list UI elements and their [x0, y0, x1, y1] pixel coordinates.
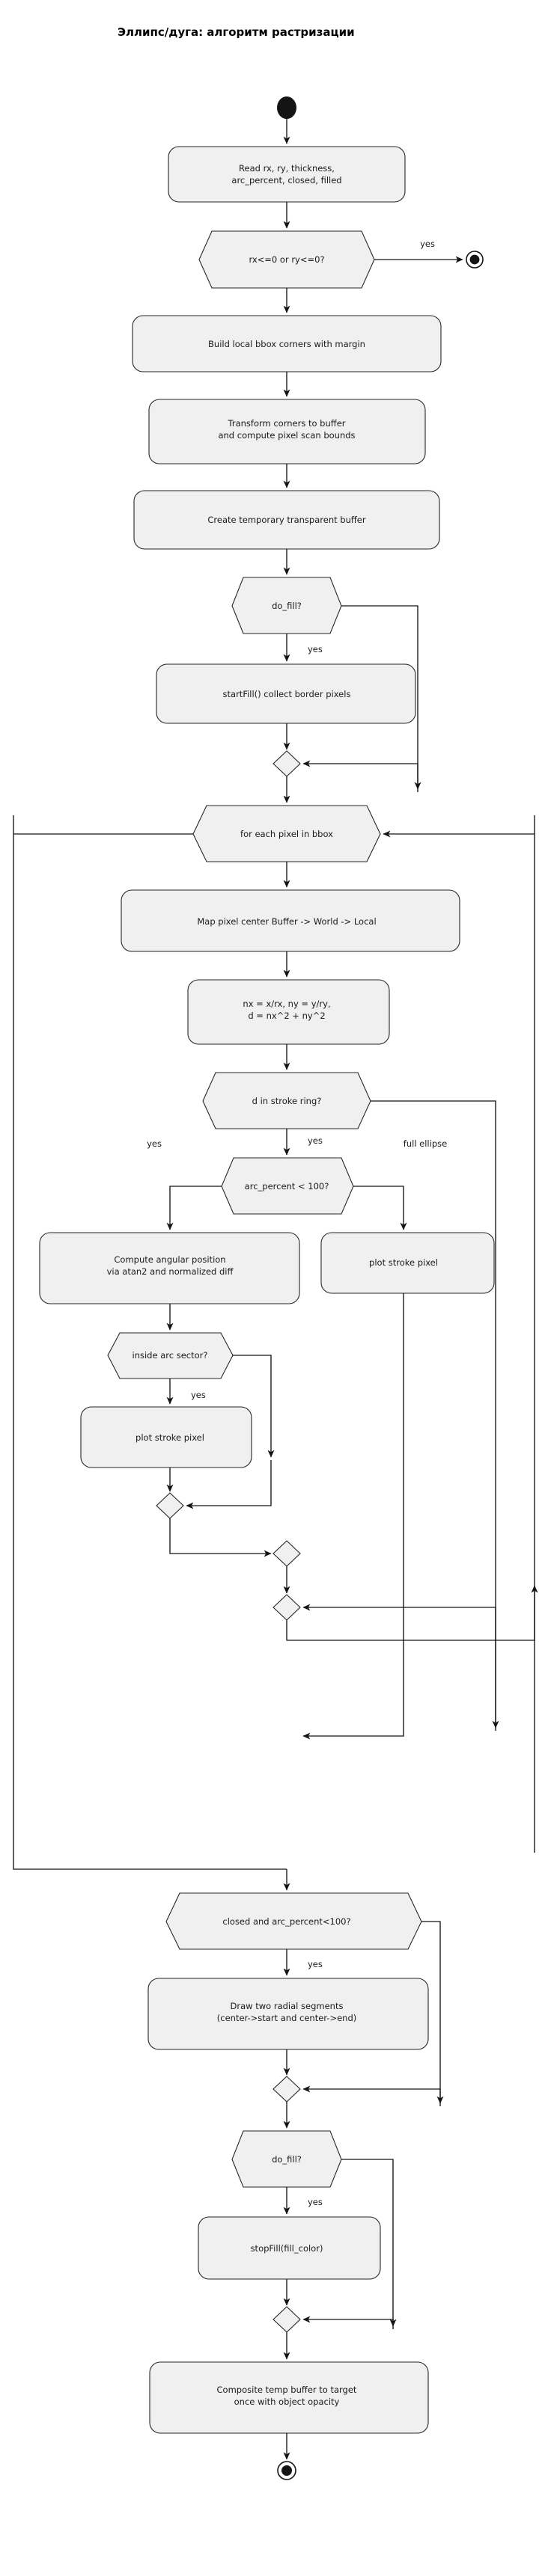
- action-plot-stroke-arc-label: plot stroke pixel: [136, 1432, 204, 1443]
- action-read-params-line1: Read rx, ry, thickness,: [239, 163, 335, 174]
- action-plot-stroke-full: [320, 1232, 495, 1294]
- action-transform-corners-line2: and compute pixel scan bounds: [218, 430, 355, 441]
- edge-label-arc-yes: yes: [147, 1138, 162, 1149]
- loop-rail-left: [13, 815, 287, 1870]
- decision-closed-arc-label: closed and arc_percent<100?: [222, 1916, 350, 1927]
- edge-label-full-ellipse: full ellipse: [404, 1138, 447, 1149]
- edge-label-closed-yes: yes: [308, 1959, 323, 1969]
- action-radial-segments-line1: Draw two radial segments: [231, 2001, 344, 2011]
- action-composite-line1: Composite temp buffer to target: [217, 2385, 357, 2395]
- edge-closed-no-bypass: [421, 1921, 444, 2104]
- edge-merge-sector-to-merge-arc: [169, 1518, 272, 1557]
- action-normalize-line1: nx = x/rx, ny = y/ry,: [243, 999, 330, 1009]
- action-stop-fill: [198, 2216, 381, 2280]
- action-start-fill-label: startFill() collect border pixels: [223, 689, 351, 699]
- edge-plot-full-to-merge-arc: [302, 1293, 404, 1740]
- initial-node: [277, 96, 296, 119]
- edge-sector-no-bypass: [233, 1355, 275, 1458]
- edge-closed-bypass-into-merge-radial: [302, 2085, 441, 2106]
- decision-inside-sector-label: inside arc sector?: [133, 1350, 208, 1361]
- action-read-params-line2: arc_percent, closed, filled: [231, 175, 341, 185]
- action-create-buffer-label: Create temporary transparent buffer: [207, 515, 365, 525]
- decision-arc-lt-100-label: arc_percent < 100?: [245, 1181, 329, 1192]
- decision-in-ring: [202, 1072, 371, 1129]
- decision-do-fill-1: [231, 577, 342, 634]
- decision-loop-pixels-label: for each pixel in bbox: [240, 829, 333, 839]
- action-read-params: [168, 146, 406, 203]
- action-transform-corners-line1: Transform corners to buffer: [228, 418, 346, 429]
- final-node-core: [281, 2465, 292, 2476]
- action-plot-stroke-arc: [80, 1406, 252, 1468]
- action-radial-segments: [147, 1978, 429, 2050]
- action-normalize: [187, 979, 390, 1045]
- action-start-fill: [156, 663, 416, 724]
- action-map-pixel: [121, 889, 460, 952]
- decision-inside-sector: [107, 1332, 234, 1379]
- edge-arc-no-to-plot-full: [353, 1186, 407, 1230]
- decision-do-fill-2-label: do_fill?: [272, 2154, 302, 2165]
- edge-ring-no-bypass: [371, 1100, 499, 1729]
- decision-check-radii: [198, 230, 375, 289]
- action-stop-fill-label: stopFill(fill_color): [251, 2243, 323, 2254]
- action-angular-position-line1: Compute angular position: [114, 1254, 225, 1265]
- edge-label-ring-yes: yes: [308, 1135, 323, 1146]
- decision-closed-arc: [165, 1892, 422, 1950]
- edge-bypass-into-merge-fill-1: [302, 760, 418, 792]
- final-node-early-core: [469, 254, 480, 265]
- action-normalize-line2: d = nx^2 + ny^2: [248, 1011, 325, 1021]
- edge-label-do-fill-1-yes: yes: [308, 644, 323, 654]
- edge-label-do-fill-2-yes: yes: [308, 2197, 323, 2207]
- page-title: Эллипс/дуга: алгоритм растризации: [118, 25, 355, 39]
- decision-do-fill-2: [231, 2130, 342, 2188]
- edge-sector-bypass-into-merge: [186, 1460, 272, 1509]
- decision-do-fill-1-label: do_fill?: [272, 601, 302, 611]
- edge-loop-back-to-for-each: [286, 1585, 538, 1641]
- action-build-bbox-label: Build local bbox corners with margin: [208, 339, 365, 349]
- edge-label-sector-yes: yes: [191, 1390, 206, 1400]
- action-angular-position-line2: via atan2 and normalized diff: [107, 1266, 234, 1277]
- action-plot-stroke-full-label: plot stroke pixel: [369, 1257, 438, 1268]
- edge-dofill1-no-bypass: [341, 605, 421, 790]
- edge-dofill2-no-bypass: [341, 2159, 397, 2327]
- edge-dofill2-bypass-into-merge: [302, 2316, 394, 2329]
- edge-arc-yes-to-angular: [166, 1186, 222, 1230]
- edge-label-radii-yes: yes: [420, 239, 435, 249]
- edge-ring-bypass-into-merge-ring: [302, 1604, 496, 1731]
- action-map-pixel-label: Map pixel center Buffer -> World -> Loca…: [197, 916, 376, 927]
- action-composite: [149, 2361, 429, 2434]
- action-radial-segments-line2: (center->start and center->end): [217, 2013, 356, 2023]
- decision-check-radii-label: rx<=0 or ry<=0?: [249, 254, 324, 265]
- action-composite-line2: once with object opacity: [234, 2396, 340, 2407]
- decision-in-ring-label: d in stroke ring?: [252, 1096, 322, 1106]
